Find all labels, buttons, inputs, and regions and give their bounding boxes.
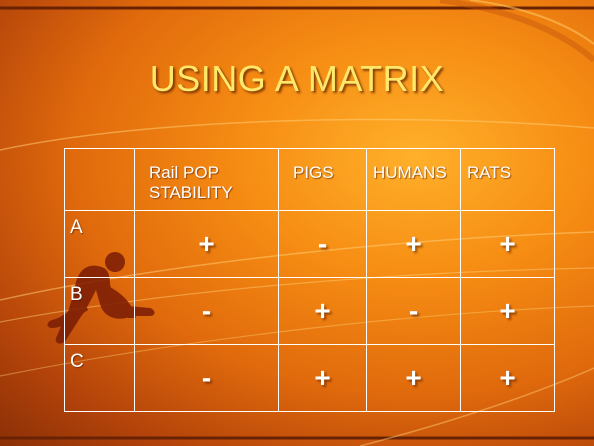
matrix-sign: + xyxy=(405,362,422,393)
matrix-cell: + xyxy=(278,344,367,412)
matrix-cell: - xyxy=(134,344,279,412)
matrix-cell: C xyxy=(64,344,135,412)
matrix-cell: + xyxy=(460,210,555,278)
matrix-sign: + xyxy=(314,362,331,393)
matrix-cell: + xyxy=(366,344,461,412)
matrix-sign: + xyxy=(198,228,215,259)
matrix-sign: + xyxy=(314,295,331,326)
matrix-header-cell: HUMANS xyxy=(366,148,461,211)
slide-title: USING A MATRIX xyxy=(149,58,445,99)
matrix-sign: - xyxy=(408,295,419,326)
matrix-sign: + xyxy=(499,362,516,393)
matrix-cell: A xyxy=(64,210,135,278)
matrix-sign: + xyxy=(499,228,516,259)
matrix-row-a: A + - + + xyxy=(64,210,555,278)
matrix-cell: - xyxy=(366,277,461,345)
matrix-cell: + xyxy=(366,210,461,278)
matrix-header-cell: PIGS xyxy=(278,148,367,211)
matrix-sign: - xyxy=(201,362,212,393)
matrix-row-b: B - + - + xyxy=(64,277,555,345)
column-header-rail-pop-stability: Rail POP STABILITY xyxy=(149,163,233,202)
matrix-sign: + xyxy=(499,295,516,326)
row-label: C xyxy=(70,351,84,372)
matrix-table: Rail POP STABILITY PIGS HUMANS RATS A + … xyxy=(64,148,555,412)
matrix-cell: - xyxy=(134,277,279,345)
column-header-pigs: PIGS xyxy=(293,163,334,182)
column-header-humans: HUMANS xyxy=(373,163,447,182)
row-label: B xyxy=(70,284,83,305)
matrix-sign: - xyxy=(201,295,212,326)
matrix-cell: B xyxy=(64,277,135,345)
matrix-corner-cell xyxy=(64,148,135,211)
matrix-header-row: Rail POP STABILITY PIGS HUMANS RATS xyxy=(64,148,555,211)
matrix-sign: + xyxy=(405,228,422,259)
matrix-header-cell: Rail POP STABILITY xyxy=(134,148,279,211)
matrix-cell: + xyxy=(278,277,367,345)
row-label: A xyxy=(70,217,83,238)
matrix-sign: - xyxy=(317,228,328,259)
column-header-rats: RATS xyxy=(467,163,512,182)
matrix-cell: + xyxy=(134,210,279,278)
matrix-header-cell: RATS xyxy=(460,148,555,211)
matrix-cell: - xyxy=(278,210,367,278)
matrix-cell: + xyxy=(460,277,555,345)
matrix-row-c: C - + + + xyxy=(64,344,555,412)
matrix-cell: + xyxy=(460,344,555,412)
